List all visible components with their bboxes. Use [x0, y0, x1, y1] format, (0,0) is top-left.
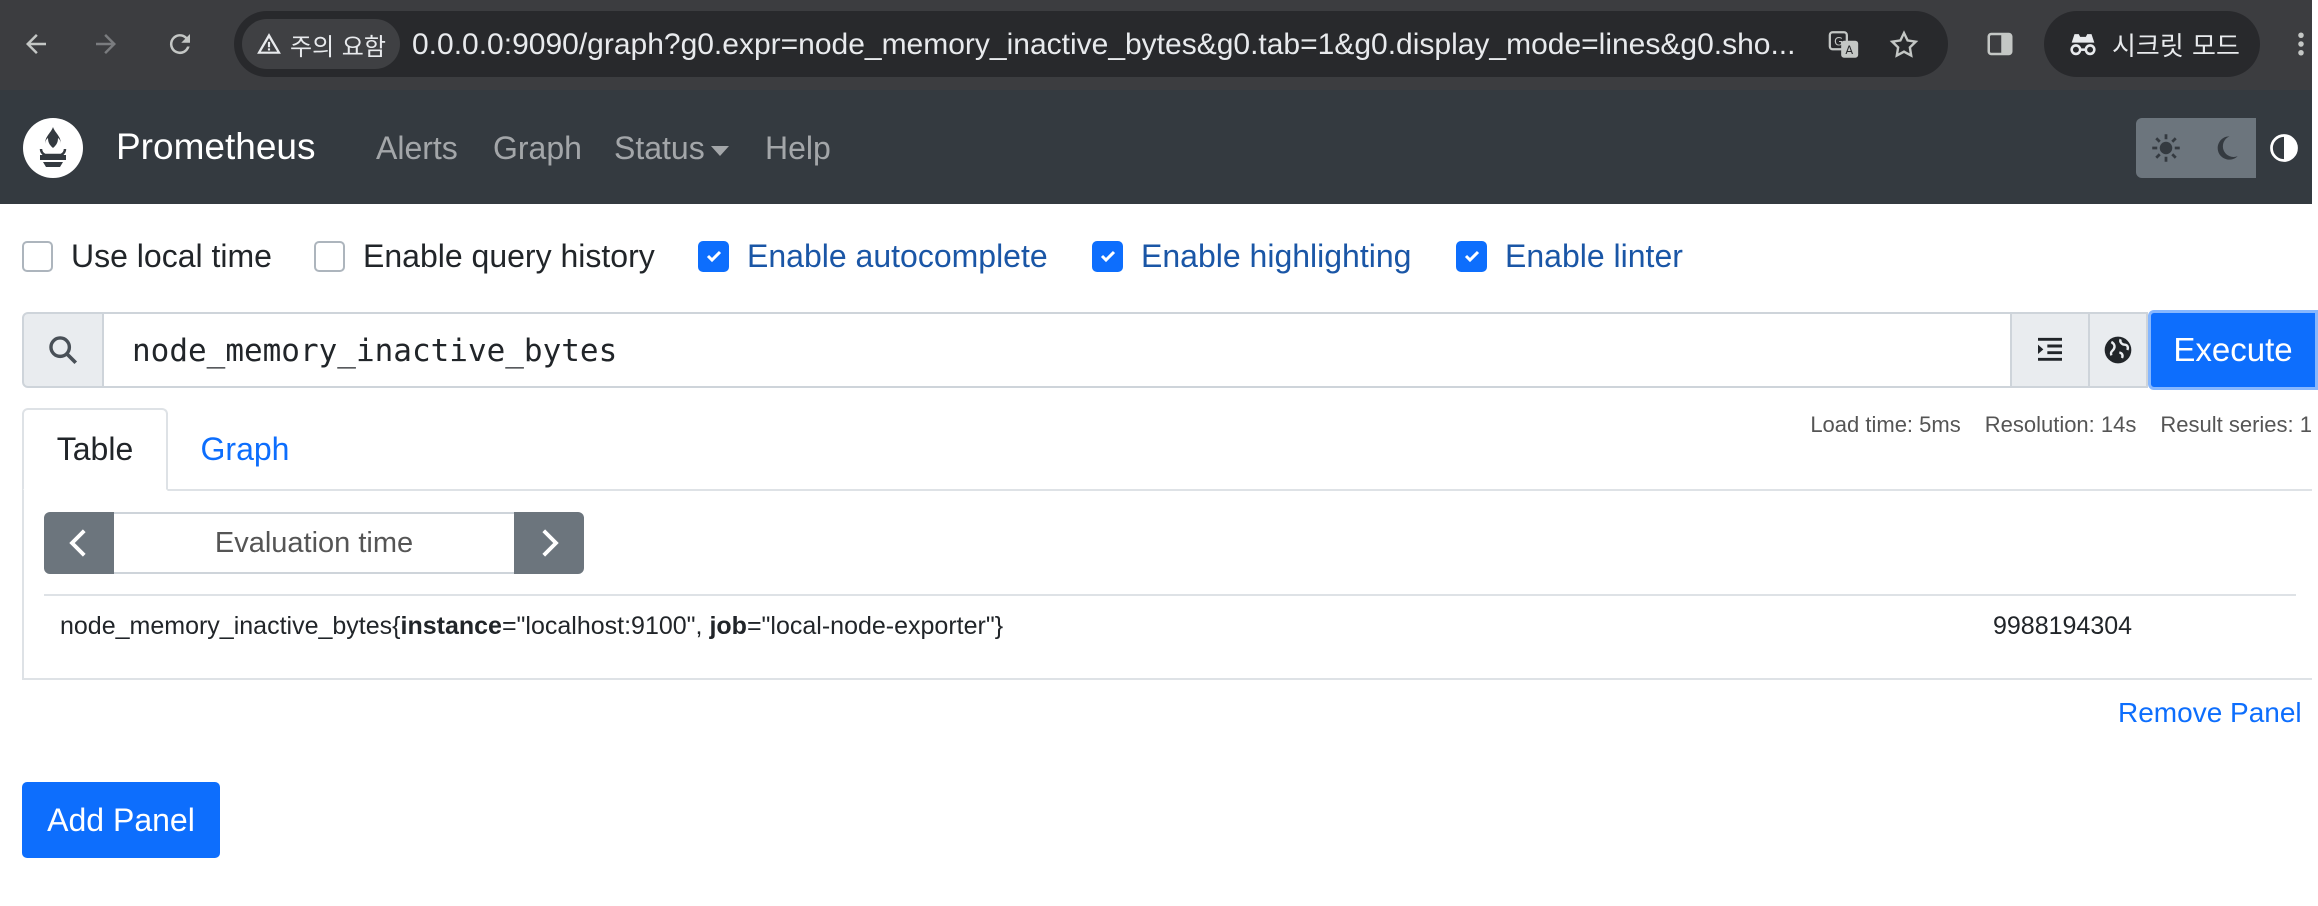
query-stats: Load time: 5ms Resolution: 14s Result seri… — [1810, 412, 2312, 438]
evaluation-time-input[interactable]: Evaluation time — [114, 512, 514, 574]
chevron-down-icon — [710, 145, 729, 156]
load-time: Load time: 5ms — [1810, 412, 1961, 437]
check-icon — [706, 250, 721, 263]
tabs-divider — [22, 489, 2312, 491]
metrics-explorer-button[interactable] — [2090, 312, 2148, 388]
url-text[interactable]: 0.0.0.0:9090/graph?g0.expr=node_memory_i… — [412, 28, 1796, 61]
side-panel-icon[interactable] — [1978, 22, 2022, 66]
nav-help[interactable]: Help — [765, 130, 831, 166]
security-warning-chip[interactable]: 주의 요함 — [242, 19, 400, 69]
result-series: Result series: 1 — [2160, 412, 2312, 437]
globe-icon — [2104, 336, 2132, 364]
tab-table[interactable]: Table — [22, 408, 168, 491]
browser-toolbar: 주의 요함 0.0.0.0:9090/graph?g0.expr=node_me… — [0, 0, 2312, 90]
prev-time-button[interactable] — [44, 512, 114, 574]
series-label: node_memory_inactive_bytes{instance="loc… — [60, 612, 1004, 640]
check-icon — [1100, 250, 1115, 263]
svg-text:G: G — [1834, 35, 1843, 49]
nav-status-dropdown[interactable]: Status — [614, 130, 729, 167]
auto-theme-contrast-icon[interactable] — [2256, 118, 2312, 178]
execute-button[interactable]: Execute — [2148, 310, 2318, 390]
query-bar: node_memory_inactive_bytes Execute — [22, 310, 2318, 390]
label-key-job: job — [709, 612, 747, 640]
indent-icon — [2038, 337, 2062, 361]
back-icon[interactable] — [14, 22, 58, 66]
autocomplete-checkbox[interactable] — [698, 240, 729, 272]
nav-graph[interactable]: Graph — [493, 130, 582, 166]
linter-checkbox[interactable] — [1456, 240, 1487, 272]
theme-toggle-group — [2136, 118, 2312, 178]
add-panel-button[interactable]: Add Panel — [22, 782, 220, 858]
brand-name[interactable]: Prometheus — [116, 126, 316, 167]
query-history-label: Enable query history — [363, 237, 655, 274]
table-row-divider — [44, 594, 2296, 596]
label-value-instance: "localhost:9100" — [516, 612, 696, 640]
table-panel — [22, 490, 2312, 680]
metric-name: node_memory_inactive_bytes — [60, 612, 393, 640]
linter-label: Enable linter — [1505, 237, 1683, 274]
reload-icon[interactable] — [158, 22, 202, 66]
format-expression-button[interactable] — [2012, 312, 2090, 388]
incognito-label: 시크릿 모드 — [2112, 31, 2240, 62]
incognito-icon — [2070, 34, 2096, 56]
option-autocomplete[interactable]: Enable autocomplete — [698, 238, 1048, 274]
nav-status-label: Status — [614, 130, 705, 166]
address-bar[interactable]: 주의 요함 0.0.0.0:9090/graph?g0.expr=node_me… — [234, 11, 1948, 77]
prometheus-logo-icon[interactable] — [22, 117, 84, 179]
autocomplete-label: Enable autocomplete — [747, 237, 1048, 274]
option-highlighting[interactable]: Enable highlighting — [1092, 238, 1411, 274]
query-history-checkbox[interactable] — [314, 240, 345, 272]
chevron-left-icon — [69, 529, 86, 557]
label-value-job: "local-node-exporter" — [761, 612, 995, 640]
tab-graph[interactable]: Graph — [200, 431, 290, 467]
option-query-history[interactable]: Enable query history — [314, 238, 655, 274]
dark-theme-moon-icon[interactable] — [2196, 118, 2256, 178]
series-value: 9988194304 — [1993, 612, 2133, 640]
security-label: 주의 요함 — [290, 32, 386, 61]
incognito-chip[interactable]: 시크릿 모드 — [2044, 11, 2260, 77]
browser-menu-icon[interactable] — [2290, 22, 2312, 66]
check-icon — [1464, 250, 1479, 263]
option-linter[interactable]: Enable linter — [1456, 238, 1683, 274]
forward-icon[interactable] — [84, 22, 128, 66]
svg-text:A: A — [1845, 43, 1853, 57]
use-local-time-checkbox[interactable] — [22, 240, 53, 272]
remove-panel-link[interactable]: Remove Panel — [2118, 697, 2302, 728]
bookmark-star-icon[interactable] — [1884, 25, 1924, 65]
expression-input[interactable]: node_memory_inactive_bytes — [104, 312, 2012, 388]
label-key-instance: instance — [400, 612, 502, 640]
next-time-button[interactable] — [514, 512, 584, 574]
highlighting-checkbox[interactable] — [1092, 240, 1123, 272]
nav-alerts[interactable]: Alerts — [376, 130, 458, 166]
chevron-right-icon — [542, 529, 559, 557]
warning-icon — [257, 33, 281, 54]
search-icon — [22, 312, 104, 388]
use-local-time-label: Use local time — [71, 237, 272, 274]
light-theme-sun-icon[interactable] — [2136, 118, 2196, 178]
evaluation-time-picker: Evaluation time — [44, 512, 584, 574]
prometheus-navbar: Prometheus Alerts Graph Status Help — [0, 90, 2312, 204]
resolution: Resolution: 14s — [1984, 412, 2137, 437]
highlighting-label: Enable highlighting — [1141, 237, 1412, 274]
option-use-local-time[interactable]: Use local time — [22, 238, 272, 274]
